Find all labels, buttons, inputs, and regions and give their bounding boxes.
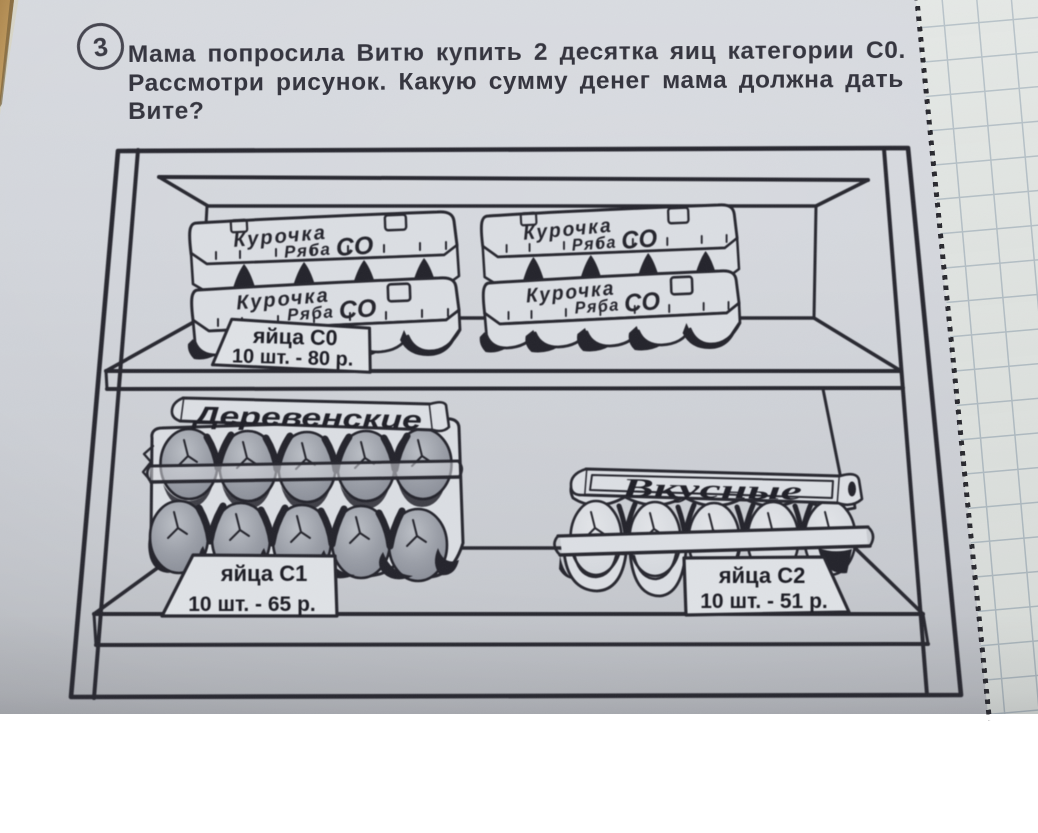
svg-text:СО: СО	[335, 231, 375, 262]
svg-text:яйца С2: яйца С2	[718, 563, 806, 588]
svg-text:Деревенские: Деревенские	[191, 402, 422, 435]
svg-text:10 шт. - 51 р.: 10 шт. - 51 р.	[700, 590, 828, 613]
svg-text:СО: СО	[338, 294, 378, 325]
svg-text:Вкусные: Вкусные	[620, 473, 802, 506]
svg-text:10 шт. - 65 р.: 10 шт. - 65 р.	[188, 593, 316, 616]
svg-text:10 шт. - 80 р.: 10 шт. - 80 р.	[232, 345, 354, 370]
svg-text:Ряба: Ряба	[286, 302, 335, 324]
svg-text:яйца С1: яйца С1	[220, 561, 308, 586]
svg-text:Ряба: Ряба	[283, 240, 332, 262]
